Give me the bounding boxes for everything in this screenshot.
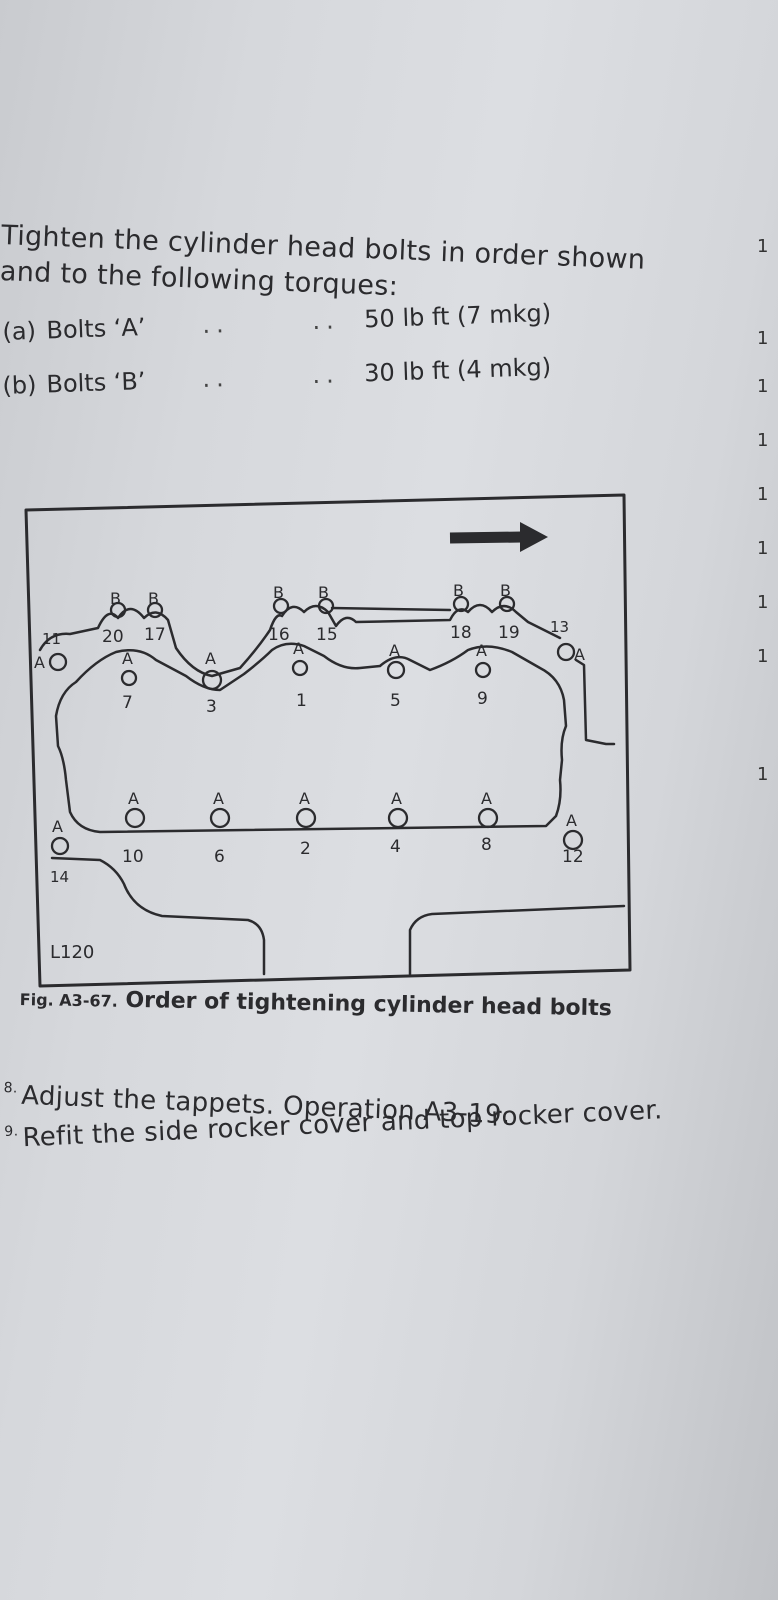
bolt-seq-number: 18	[450, 623, 472, 643]
bolt-seq-number: 9	[477, 689, 488, 709]
bolt-type-letter: A	[52, 817, 63, 836]
bolt-type-letter: B	[110, 589, 121, 608]
head-rear-edge	[330, 606, 452, 612]
margin-mark: 1	[757, 328, 769, 349]
bolt-seq-number: 11	[42, 630, 61, 648]
bolt-type-letter: A	[476, 641, 487, 660]
bolt-seq-number: 12	[562, 847, 584, 867]
bolt-seq-number: 7	[122, 693, 133, 713]
bolt-type-letter: A	[299, 789, 310, 808]
bolt-type-letter: A	[122, 649, 133, 668]
margin-mark: 1	[757, 430, 769, 451]
margin-mark: 1	[757, 376, 769, 397]
bolt-type-letter: A	[213, 789, 224, 808]
bolt-seq-number: 19	[498, 623, 520, 643]
direction-arrow-shaft	[449, 531, 523, 544]
figure-id-label: L120	[50, 942, 94, 963]
bolt-seq-number: 8	[481, 835, 492, 855]
bolt-seq-number: 2	[300, 839, 311, 859]
bolt-type-letter: A	[481, 789, 492, 808]
bolt-seq-number: 20	[102, 627, 124, 647]
diagram-frame	[24, 493, 632, 988]
caption-number: Fig. A3-67.	[19, 989, 118, 1011]
bolt-seq-number: 16	[268, 625, 290, 645]
step-number: 8.	[3, 1080, 18, 1097]
bolt-seq-number: 4	[390, 837, 401, 857]
bolt-type-letter: B	[148, 589, 159, 608]
bolt-seq-number: 1	[296, 691, 307, 711]
head-right-step	[574, 658, 616, 746]
bolt-type-letter: A	[566, 811, 577, 830]
bolt-seq-number: 17	[144, 625, 166, 645]
margin-mark: 1	[757, 236, 769, 257]
bolt-type-letter: A	[293, 639, 304, 658]
margin-mark: 1	[757, 764, 769, 785]
bolt-seq-number: 3	[206, 697, 217, 717]
head-left-lower	[50, 856, 266, 976]
bolt-type-letter: B	[500, 581, 511, 600]
bolt-seq-number: 5	[390, 691, 401, 711]
bolt-type-letter: A	[34, 653, 45, 672]
bolt-type-letter: A	[574, 645, 585, 664]
bolt-seq-number: 15	[316, 625, 338, 645]
bolt-type-letter: A	[128, 789, 139, 808]
bolt-seq-number: 14	[50, 868, 69, 886]
margin-mark: 1	[757, 484, 769, 505]
margin-mark: 1	[757, 592, 769, 613]
bolt-type-letter: A	[391, 789, 402, 808]
head-right-lower	[408, 904, 626, 976]
bolt-seq-number: 13	[550, 618, 569, 636]
direction-arrow-icon	[520, 522, 548, 552]
margin-mark: 1	[757, 646, 769, 667]
bolt-type-letter: B	[453, 581, 464, 600]
step-number: 9.	[4, 1123, 19, 1140]
margin-mark: 1	[757, 538, 769, 559]
head-upper-outline	[38, 603, 562, 678]
bolt-type-letter: A	[205, 649, 216, 668]
bolt-seq-number: 10	[122, 847, 144, 867]
bolt-seq-number: 6	[214, 847, 225, 867]
bolt-type-letter: A	[389, 641, 400, 660]
bolt-type-letter: B	[318, 583, 329, 602]
bolt-type-letter: B	[273, 583, 284, 602]
